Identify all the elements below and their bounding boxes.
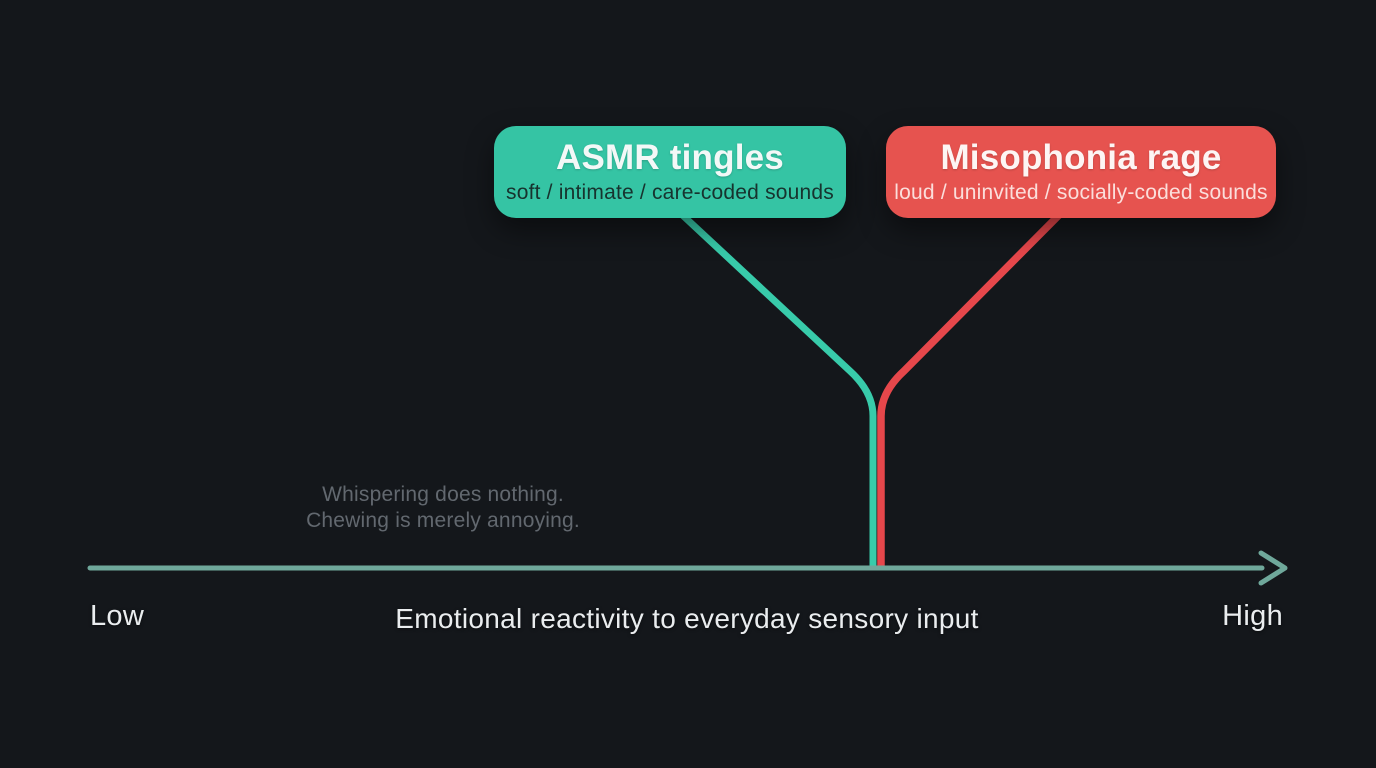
annotation-note: Whispering does nothing. Chewing is mere… <box>306 482 580 534</box>
asmr-node-subtitle: soft / intimate / care-coded sounds <box>506 181 834 205</box>
axis-max-label: High <box>1222 600 1283 632</box>
misophonia-node-title: Misophonia rage <box>940 137 1222 177</box>
node-misophonia-rage: Misophonia rage loud / uninvited / socia… <box>886 126 1276 218</box>
asmr-node-title: ASMR tingles <box>556 137 784 177</box>
annotation-line-1: Whispering does nothing. <box>322 483 564 506</box>
axis-min-label: Low <box>90 600 145 632</box>
node-asmr-tingles: ASMR tingles soft / intimate / care-code… <box>494 126 846 218</box>
misophonia-connector-line <box>877 207 1067 567</box>
misophonia-node-subtitle: loud / uninvited / socially-coded sounds <box>894 181 1268 205</box>
annotation-line-2: Chewing is merely annoying. <box>306 509 580 532</box>
axis-arrowhead-icon <box>1258 550 1288 586</box>
asmr-connector-line <box>674 207 877 567</box>
axis-title: Emotional reactivity to everyday sensory… <box>395 603 979 634</box>
